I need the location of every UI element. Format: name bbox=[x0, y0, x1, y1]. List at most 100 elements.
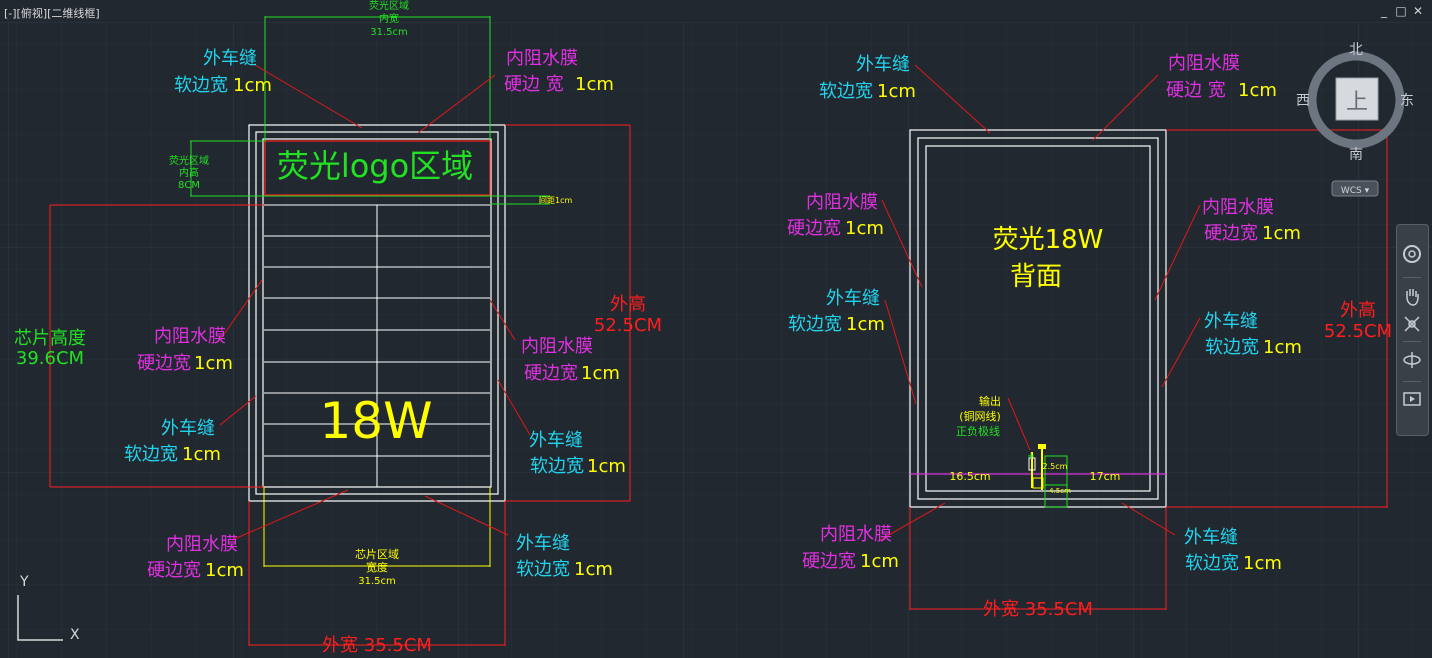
compass-west[interactable]: 西 bbox=[1296, 93, 1310, 109]
chip-width-sub: 宽度 bbox=[366, 560, 388, 574]
viewcube-top-face[interactable] bbox=[1335, 77, 1379, 121]
dim-small-bottom: 4.5cm bbox=[1049, 487, 1071, 495]
front-power-label: 18W bbox=[319, 392, 432, 450]
chip-height-dimension[interactable] bbox=[49, 204, 264, 488]
callout-seam-label: 外车缝 bbox=[203, 48, 257, 69]
viewport-restore-button[interactable]: □ bbox=[1395, 4, 1407, 18]
dim-right-label: 17cm bbox=[1090, 470, 1121, 483]
callout-membrane-value: 1cm bbox=[1238, 80, 1277, 101]
callout-seam-label: 外车缝 bbox=[1184, 527, 1238, 548]
viewcube-top-label: 上 bbox=[1346, 90, 1368, 115]
back-outer-width-label: 外宽 35.5CM bbox=[983, 599, 1093, 620]
chip-grid[interactable] bbox=[264, 204, 490, 488]
callout-seam-prefix: 软边宽 bbox=[516, 559, 570, 580]
callout-seam-label: 外车缝 bbox=[529, 430, 583, 451]
callout-membrane-label: 内阻水膜 bbox=[154, 326, 226, 347]
viewport-close-button[interactable]: ✕ bbox=[1412, 4, 1424, 18]
callout-seam-value: 1cm bbox=[1263, 337, 1302, 358]
back-leader-lines bbox=[879, 64, 1201, 541]
callout-seam-label: 外车缝 bbox=[161, 418, 215, 439]
output-label: 输出 bbox=[979, 394, 1001, 408]
callout-seam-prefix: 软边宽 bbox=[530, 456, 584, 477]
chip-width-title: 芯片区域 bbox=[355, 547, 399, 561]
callout-membrane-label: 内阻水膜 bbox=[806, 192, 878, 213]
showmotion-icon[interactable] bbox=[1401, 389, 1423, 411]
output-polarity-label: 正负极线 bbox=[956, 424, 1000, 438]
callout-seam-prefix: 软边宽 bbox=[819, 81, 873, 102]
callout-seam-value: 1cm bbox=[877, 81, 916, 102]
steering-wheel-icon[interactable] bbox=[1401, 243, 1423, 265]
callout-seam-value: 1cm bbox=[574, 559, 613, 580]
ucs-icon: Y X bbox=[17, 574, 80, 643]
logo-width-value: 31.5cm bbox=[370, 27, 408, 38]
callout-membrane-value: 1cm bbox=[194, 353, 233, 374]
logo-height-title: 荧光区域 bbox=[169, 154, 209, 167]
back-title-line1: 荧光18W bbox=[993, 225, 1104, 255]
logo-area-box[interactable] bbox=[264, 140, 491, 196]
back-outer-edge[interactable] bbox=[909, 129, 1167, 508]
callout-membrane-label: 内阻水膜 bbox=[820, 524, 892, 545]
chip-width-value: 31.5cm bbox=[358, 576, 396, 587]
callout-membrane-label: 内阻水膜 bbox=[521, 336, 593, 357]
callout-membrane-prefix: 硬边宽 bbox=[147, 560, 201, 581]
dim-left-label: 16.5cm bbox=[949, 470, 990, 483]
logo-width-sub: 内宽 bbox=[379, 12, 399, 25]
viewport-controls-label[interactable]: [-][俯视][二维线框] bbox=[4, 7, 100, 20]
callout-membrane-prefix: 硬边 宽 bbox=[1166, 80, 1226, 101]
logo-height-sub: 内高 bbox=[179, 166, 199, 179]
callout-membrane-prefix: 硬边宽 bbox=[1204, 223, 1258, 244]
viewcube[interactable]: 上 北 南 东 西 WCS ▾ bbox=[1296, 42, 1414, 197]
callout-membrane-value: 1cm bbox=[1262, 223, 1301, 244]
chip-height-label: 芯片高度 bbox=[14, 328, 86, 349]
compass-south[interactable]: 南 bbox=[1349, 147, 1363, 163]
dim-small-top: 2.5cm bbox=[1043, 462, 1068, 471]
chip-height-value: 39.6CM bbox=[16, 348, 84, 369]
ucs-axes bbox=[17, 595, 63, 641]
back-outer-height-dimension[interactable] bbox=[1166, 129, 1388, 508]
navigation-bar bbox=[1396, 224, 1429, 436]
wcs-menu-button[interactable] bbox=[1331, 180, 1379, 197]
callout-membrane-value: 1cm bbox=[860, 551, 899, 572]
callout-seam-value: 1cm bbox=[233, 75, 272, 96]
front-outer-width-dimension[interactable] bbox=[248, 501, 506, 646]
back-outer-height-value: 52.5CM bbox=[1324, 321, 1392, 342]
back-membrane-line[interactable] bbox=[925, 145, 1151, 492]
callout-membrane-value: 1cm bbox=[845, 218, 884, 239]
drawing-grid bbox=[0, 22, 1432, 658]
back-outer-width-dimension[interactable] bbox=[909, 507, 1167, 610]
callout-membrane-label: 内阻水膜 bbox=[506, 48, 578, 69]
pan-icon[interactable] bbox=[1401, 285, 1423, 307]
callout-membrane-label: 内阻水膜 bbox=[1202, 197, 1274, 218]
compass-east[interactable]: 东 bbox=[1400, 93, 1414, 109]
orbit-icon[interactable] bbox=[1401, 349, 1423, 371]
ucs-x-label: X bbox=[70, 627, 80, 643]
callout-seam-prefix: 软边宽 bbox=[1185, 553, 1239, 574]
front-outer-height-dimension[interactable] bbox=[505, 124, 631, 502]
front-leader-lines bbox=[219, 64, 531, 541]
viewcube-compass-ring[interactable] bbox=[1307, 51, 1405, 149]
compass-north[interactable]: 北 bbox=[1349, 42, 1363, 58]
callout-seam-label: 外车缝 bbox=[1204, 311, 1258, 332]
viewport-minimize-button[interactable]: _ bbox=[1381, 4, 1387, 18]
front-outer-edge[interactable] bbox=[248, 124, 506, 502]
output-connector[interactable] bbox=[1028, 444, 1068, 508]
logo-height-dimension[interactable] bbox=[190, 140, 550, 205]
callout-membrane-value: 1cm bbox=[575, 74, 614, 95]
callout-seam-label: 外车缝 bbox=[516, 533, 570, 554]
back-seam-line[interactable] bbox=[917, 137, 1159, 500]
callout-seam-value: 1cm bbox=[1243, 553, 1282, 574]
callout-seam-prefix: 软边宽 bbox=[174, 75, 228, 96]
callout-seam-prefix: 软边宽 bbox=[124, 444, 178, 465]
front-outer-width-label: 外宽 35.5CM bbox=[322, 635, 432, 656]
callout-membrane-prefix: 硬边宽 bbox=[802, 551, 856, 572]
front-outer-height-label: 外高 bbox=[610, 294, 646, 315]
callout-seam-label: 外车缝 bbox=[826, 288, 880, 309]
callout-membrane-prefix: 硬边宽 bbox=[524, 363, 578, 384]
callout-membrane-value: 1cm bbox=[581, 363, 620, 384]
zoom-extents-icon[interactable] bbox=[1401, 313, 1423, 335]
ucs-y-label: Y bbox=[19, 574, 29, 590]
callout-membrane-label: 内阻水膜 bbox=[166, 534, 238, 555]
callout-membrane-value: 1cm bbox=[205, 560, 244, 581]
callout-seam-value: 1cm bbox=[182, 444, 221, 465]
